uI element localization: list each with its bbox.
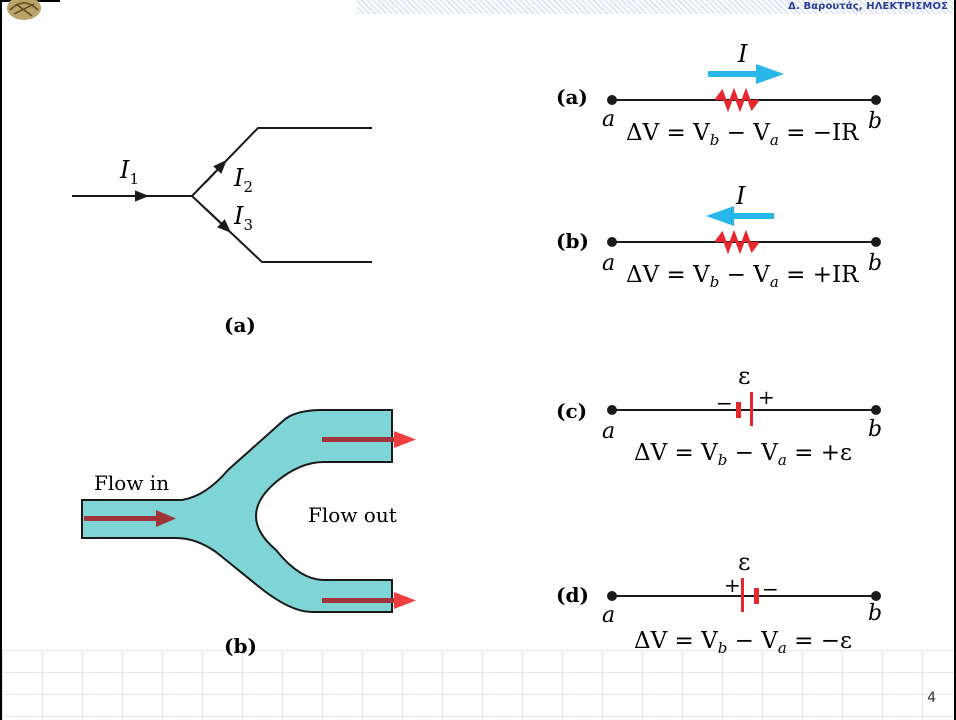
case-c-negative-plate — [736, 402, 741, 418]
footer-grid — [2, 650, 954, 720]
page-number: 4 — [927, 690, 936, 706]
case-c-equation: ΔV = Vb − Va = +ε — [634, 440, 852, 469]
case-d-negative-plate — [754, 588, 759, 604]
case-c-right-sign: + — [758, 385, 775, 409]
case-a-equation: ΔV = Vb − Va = −IR — [626, 120, 859, 149]
case-a-end-a: a — [602, 107, 615, 132]
label-i1: I1 — [119, 156, 139, 188]
flow-in-label: Flow in — [94, 471, 169, 495]
case-d-equation: ΔV = Vb − Va = −ε — [634, 628, 852, 657]
resistor-case-b: (b) I a b ΔV = Vb − Va = +IR — [556, 182, 882, 291]
case-d-emf: ε — [738, 548, 750, 576]
case-b-end-b: b — [868, 251, 882, 276]
junction-wire-upper — [191, 127, 372, 197]
junction-caption: (a) — [224, 313, 256, 337]
case-b-label: (b) — [556, 229, 589, 253]
flow-out-label: Flow out — [308, 503, 397, 527]
case-a-label: (a) — [556, 85, 588, 109]
header-band — [60, 0, 954, 14]
case-a-end-b: b — [868, 109, 882, 134]
case-d-left-sign: + — [724, 573, 741, 597]
case-d-positive-plate — [741, 578, 744, 612]
case-c-left-sign: − — [716, 391, 733, 415]
case-a-current-label: I — [737, 40, 748, 68]
flow-caption: (b) — [224, 634, 257, 658]
case-c-emf: ε — [738, 362, 750, 390]
case-a-terminal-b — [871, 95, 881, 105]
case-a-resistor — [714, 87, 760, 113]
case-c-terminal-a — [607, 405, 617, 415]
flow-out-arrow-lower — [322, 592, 416, 609]
case-b-end-a: a — [602, 251, 615, 276]
case-d-right-sign: − — [762, 577, 779, 601]
case-a-terminal-a — [607, 95, 617, 105]
header-hatch — [357, 0, 954, 14]
case-d-terminal-b — [871, 591, 881, 601]
junction-diagram: I1 I2 I3 (a) — [72, 127, 372, 337]
current-arrow-i3 — [205, 208, 232, 233]
flow-in-arrow — [84, 510, 176, 527]
case-d-end-b: b — [868, 601, 882, 626]
resistor-case-a: (a) I a b ΔV = Vb − Va = −IR — [556, 40, 882, 149]
pipe-shape — [81, 409, 393, 613]
case-c-end-a: a — [602, 419, 615, 444]
label-i2: I2 — [233, 164, 253, 196]
university-crest-logo — [7, 0, 41, 20]
case-d-end-a: a — [602, 603, 615, 628]
junction-wire-lower — [191, 195, 372, 263]
flow-out-arrow-upper — [322, 431, 416, 448]
case-a-current-arrow — [708, 64, 784, 84]
battery-case-c: (c) − + ε a b ΔV = Vb − Va = +ε — [556, 362, 882, 469]
case-b-resistor — [714, 229, 760, 255]
case-b-terminal-b — [871, 237, 881, 247]
flow-diagram: Flow in Flow out (b) — [81, 409, 416, 658]
case-c-end-b: b — [868, 417, 882, 442]
case-d-terminal-a — [607, 591, 617, 601]
current-arrow-i2 — [204, 159, 227, 184]
battery-case-d: (d) + − ε a b ΔV = Vb − Va = −ε — [556, 548, 882, 657]
header-title: Δ. Βαρουτάς, ΗΛΕΚΤΡΙΣΜΟΣ — [788, 1, 948, 12]
case-b-terminal-a — [607, 237, 617, 247]
case-d-label: (d) — [556, 583, 589, 607]
case-b-current-arrow — [706, 206, 774, 226]
case-c-terminal-b — [871, 405, 881, 415]
case-c-positive-plate — [750, 392, 753, 426]
case-b-current-label: I — [735, 182, 746, 210]
case-c-label: (c) — [556, 399, 587, 423]
case-b-equation: ΔV = Vb − Va = +IR — [626, 262, 859, 291]
label-i3: I3 — [233, 202, 253, 234]
